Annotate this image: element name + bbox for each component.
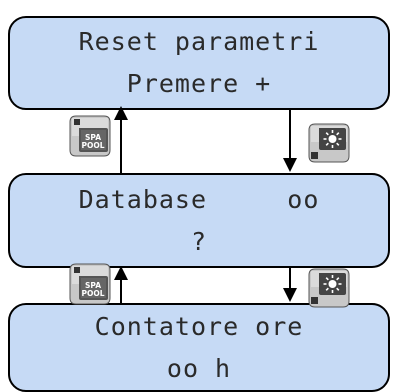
screen-line: Contatore ore [94,311,304,341]
spa-pool-button-icon: SPA POOL [69,115,111,157]
pool-label: POOL [81,289,104,298]
down-arrow-head [283,288,297,302]
up-arrow-head [114,106,128,120]
light-button-icon [308,268,350,308]
pool-label: POOL [81,141,104,150]
screen-line: oo h [166,353,232,383]
spa-pool-button-icon: SPA POOL [69,263,111,305]
hour-counter-screen: Contatore ore oo h [8,303,390,392]
spa-label: SPA [85,133,101,142]
light-button-icon [308,123,350,163]
reset-parameters-screen: Reset parametri Premere + [8,16,390,110]
screen-line: ? [190,226,208,256]
up-arrow-head [114,266,128,280]
spa-label: SPA [85,281,101,290]
screen-line: Reset parametri [78,27,320,56]
down-arrow-head [283,158,297,172]
database-screen: Database oo ? [8,173,390,268]
screen-line: Premere + [126,69,272,98]
screen-line: Database oo [78,184,320,214]
